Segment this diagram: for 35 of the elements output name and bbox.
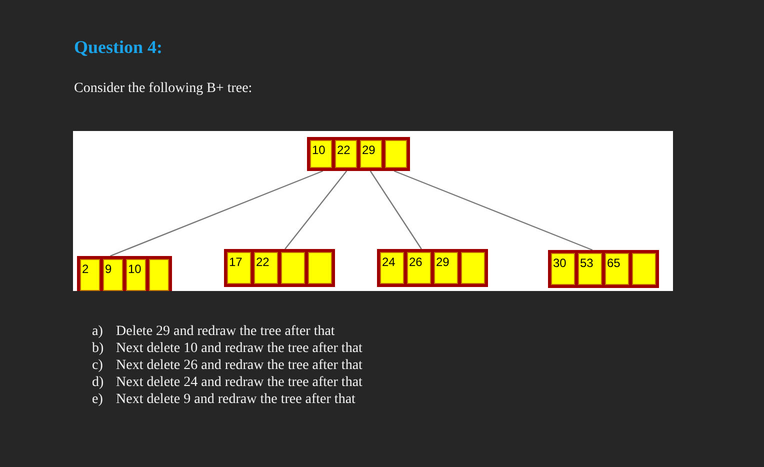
key-cell: 26 xyxy=(407,252,431,284)
key-cell: 10 xyxy=(310,140,332,168)
list-marker: c) xyxy=(92,357,104,374)
key-cell: 24 xyxy=(380,252,404,284)
key-cell: 30 xyxy=(551,253,575,285)
key-cell: 2 xyxy=(80,259,100,291)
tree-node xyxy=(77,256,172,291)
tree-edge xyxy=(394,170,593,251)
intro-text: Consider the following B+ tree: xyxy=(74,81,252,97)
key-cell: 9 xyxy=(103,259,123,291)
list-marker: b) xyxy=(92,340,105,357)
key-cell: 65 xyxy=(605,253,629,285)
key-cell: 53 xyxy=(578,253,602,285)
key-cell: 17 xyxy=(227,252,251,284)
tree-node xyxy=(377,249,488,287)
tree-node xyxy=(548,250,659,288)
tree-edge xyxy=(110,170,324,257)
key-cell: 22 xyxy=(335,140,357,168)
key-cell: 29 xyxy=(434,252,458,284)
list-item: Next delete 9 and redraw the tree after that xyxy=(116,391,356,408)
list-item: Delete 29 and redraw the tree after that xyxy=(116,323,335,340)
tree-edge xyxy=(284,170,348,250)
list-item: Next delete 10 and redraw the tree after that xyxy=(116,340,362,357)
list-marker: a) xyxy=(92,323,104,340)
question-title: Question 4: xyxy=(74,37,163,58)
list-item: Next delete 24 and redraw the tree after that xyxy=(116,374,362,391)
list-marker: d) xyxy=(92,374,105,391)
tree-edge xyxy=(370,170,422,250)
list-marker: e) xyxy=(92,391,104,408)
tree-node xyxy=(307,137,410,171)
tree-node xyxy=(224,249,335,287)
list-item: Next delete 26 and redraw the tree after that xyxy=(116,357,362,374)
key-cell: 10 xyxy=(126,259,146,291)
key-cell: 22 xyxy=(254,252,278,284)
key-cell: 29 xyxy=(360,140,382,168)
